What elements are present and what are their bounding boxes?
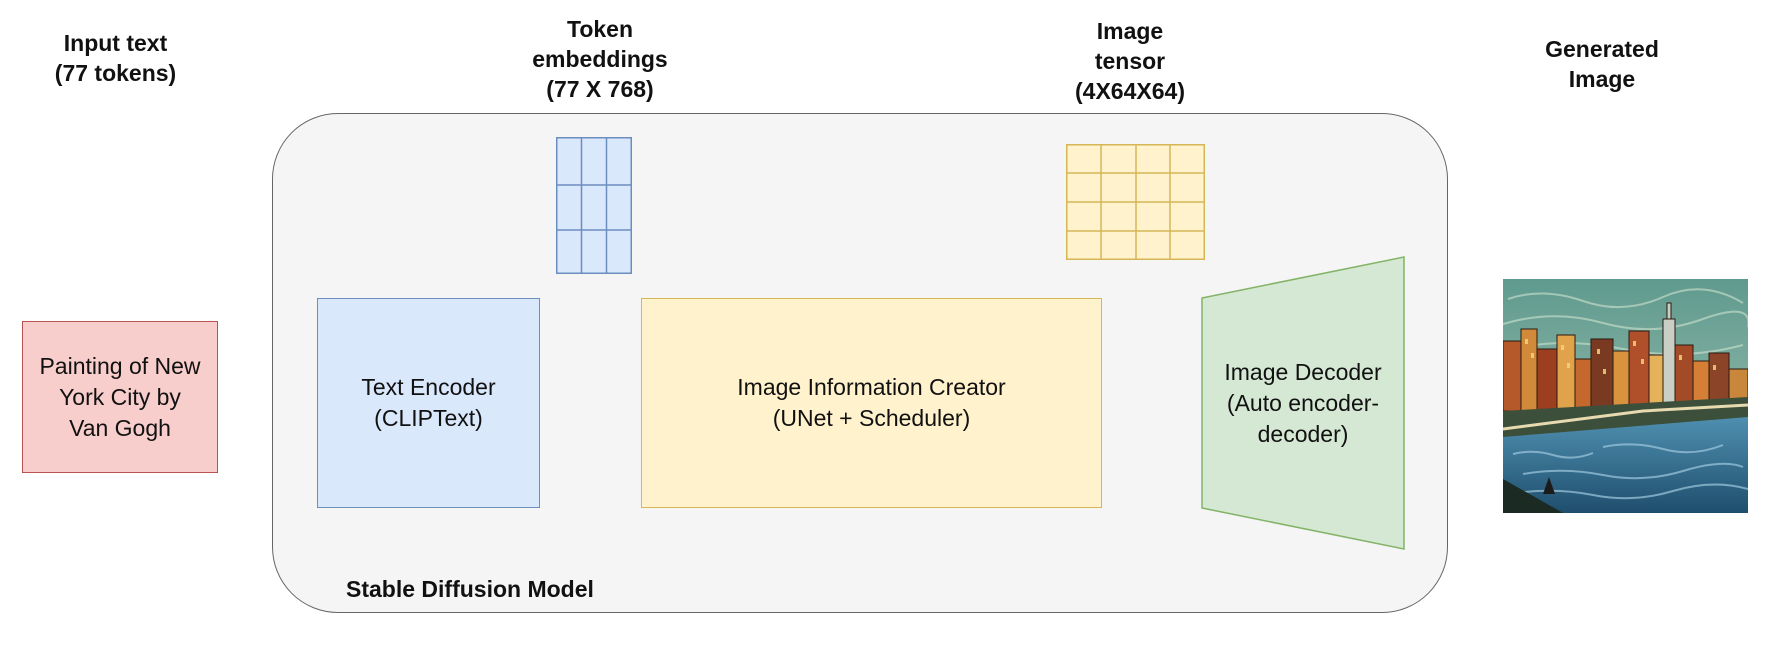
text-encoder-box: Text Encoder (CLIPText)	[317, 298, 540, 508]
text-encoder-label: Text Encoder (CLIPText)	[361, 372, 495, 434]
image-tensor-header: Image tensor (4X64X64)	[1030, 16, 1230, 106]
generated-image-header-line: Image	[1568, 66, 1636, 92]
image-information-creator-box: Image Information Creator (UNet + Schedu…	[641, 298, 1102, 508]
token-embeddings-grid	[556, 137, 632, 274]
prompt-text: Painting of New York City by Van Gogh	[39, 351, 200, 444]
text-encoder-label-line: Text Encoder	[361, 374, 496, 400]
input-text-header: Input text (77 tokens)	[28, 28, 203, 88]
prompt-box: Painting of New York City by Van Gogh	[22, 321, 218, 473]
image-decoder-label: Image Decoder (Auto encoder- decoder)	[1202, 300, 1404, 506]
generated-image-header-line: Generated	[1545, 36, 1659, 62]
image-tensor-header-line: tensor	[1094, 48, 1166, 74]
generated-image-header: Generated Image	[1502, 34, 1702, 94]
input-text-header-line: (77 tokens)	[54, 60, 177, 86]
image-information-creator-label: Image Information Creator (UNet + Schedu…	[737, 372, 1005, 434]
stable-diffusion-label: Stable Diffusion Model	[346, 576, 594, 602]
prompt-text-line: York City by	[59, 383, 181, 410]
text-encoder-label-line: (CLIPText)	[374, 405, 483, 431]
image-tensor-header-line: Image	[1096, 18, 1164, 44]
image-tensor-header-line: (4X64X64)	[1075, 78, 1185, 104]
prompt-text-line: Painting of New	[39, 352, 201, 379]
prompt-text-line: Van Gogh	[69, 414, 171, 441]
token-embeddings-header: Token embeddings (77 X 768)	[500, 14, 700, 104]
image-decoder-label-line: decoder)	[1257, 420, 1349, 447]
token-embeddings-header-line: Token	[566, 16, 634, 42]
image-decoder-label-line: (Auto encoder-	[1226, 389, 1380, 416]
generated-painting-image	[1503, 279, 1748, 513]
image-information-creator-label-line: Image Information Creator	[737, 374, 1006, 400]
image-decoder-label-line: Image Decoder	[1224, 358, 1382, 385]
image-information-creator-label-line: (UNet + Scheduler)	[772, 405, 971, 431]
image-decoder-shape	[1201, 256, 1405, 550]
input-text-header-line: Input text	[63, 30, 168, 56]
token-embeddings-header-line: (77 X 768)	[546, 76, 654, 102]
token-embeddings-header-line: embeddings	[532, 46, 668, 72]
image-tensor-grid	[1066, 144, 1205, 260]
